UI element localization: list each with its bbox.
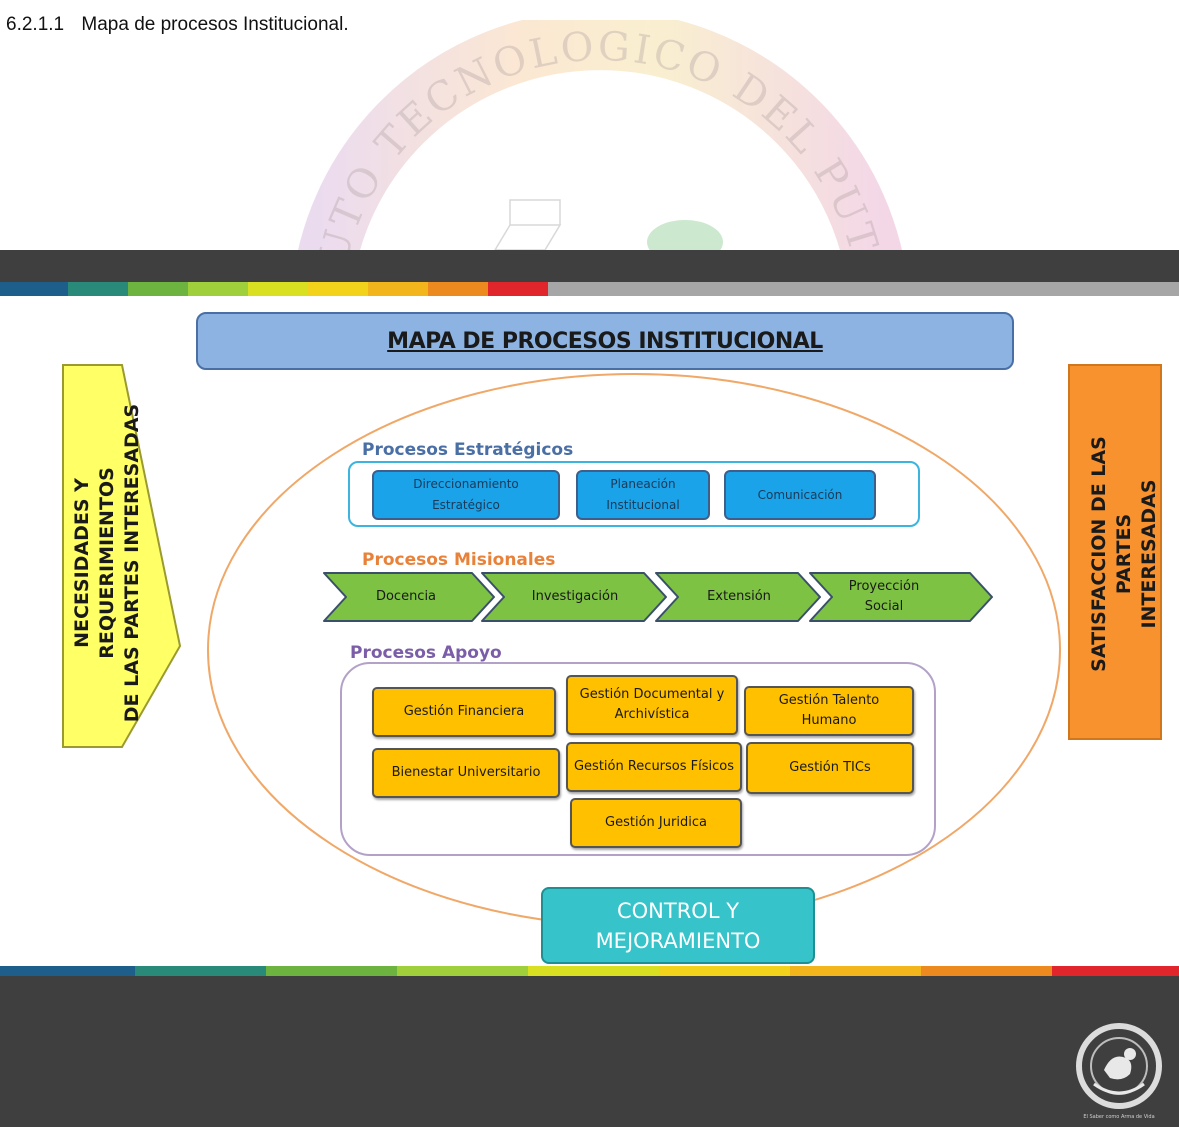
chevron-proyeccion [809, 572, 993, 622]
institution-seal-icon: El Saber como Arma de Vida [1076, 1023, 1162, 1120]
chevron-extension [655, 572, 821, 622]
needs-input-arrow [62, 364, 182, 748]
section-heading: 6.2.1.1 Mapa de procesos Institucional. [6, 14, 349, 36]
strip-segment [790, 966, 921, 976]
strip-segment [135, 966, 266, 976]
support-process-box: Gestión Juridica [570, 798, 742, 848]
strip-segment [368, 282, 428, 296]
header-color-strip [0, 282, 1179, 296]
watermark-text: INSTITUTO TECNOLOGICO DEL PUTUMAYO [280, 20, 893, 260]
missional-process-label: Investigación [531, 589, 619, 604]
strategic-process-box: Direccionamiento Estratégico [372, 470, 560, 520]
strip-segment [921, 966, 1052, 976]
map-title: MAPA DE PROCESOS INSTITUCIONAL [387, 328, 823, 354]
support-process-box: Gestión Talento Humano [744, 686, 914, 736]
satisfaction-output-box [1068, 364, 1162, 740]
footer-band [0, 976, 1179, 1127]
strategic-section-title: Procesos Estratégicos [362, 440, 574, 460]
missional-process-label: Proyección Social [848, 579, 920, 614]
support-process-box: Gestión Financiera [372, 687, 556, 737]
strip-segment [248, 282, 308, 296]
strip-segment [0, 966, 135, 976]
section-title: Mapa de procesos Institucional. [81, 14, 349, 35]
missional-process-label: Extensión [707, 589, 771, 604]
chevron-docencia [323, 572, 495, 622]
svg-text:INSTITUTO TECNOLOGICO DEL PUTU: INSTITUTO TECNOLOGICO DEL PUTUMAYO [280, 20, 896, 260]
map-title-box: MAPA DE PROCESOS INSTITUCIONAL [196, 312, 1014, 370]
support-process-box: Bienestar Universitario [372, 748, 560, 798]
support-section-title: Procesos Apoyo [350, 643, 502, 663]
satisfaction-label: SATISFACCION DE LAS PARTES INTERESADAS [1088, 436, 1160, 672]
section-number: 6.2.1.1 [6, 14, 65, 35]
control-improvement-label: CONTROL Y MEJORAMIENTO [595, 898, 761, 953]
support-process-box: Gestión Documental y Archivística [566, 675, 738, 735]
process-boundary-ellipse [207, 373, 1061, 927]
missional-section-title: Procesos Misionales [362, 550, 556, 570]
strip-segment [0, 282, 68, 296]
strategic-process-box: Planeación Institucional [576, 470, 710, 520]
strip-segment [1052, 966, 1179, 976]
strategic-process-box: Comunicación [724, 470, 876, 520]
strip-segment [428, 282, 488, 296]
chevron-investigacion [481, 572, 667, 622]
missional-chevron-flow [323, 572, 993, 622]
footer-color-strip [0, 966, 1179, 976]
strip-segment [308, 282, 368, 296]
strip-segment [128, 282, 188, 296]
control-improvement-box: CONTROL Y MEJORAMIENTO [541, 887, 815, 964]
support-process-box: Gestión TICs [746, 742, 914, 794]
institution-watermark: INSTITUTO TECNOLOGICO DEL PUTUMAYO [280, 20, 904, 260]
strip-segment [188, 282, 248, 296]
support-process-box: Gestión Recursos Físicos [566, 742, 742, 792]
logo-caption: El Saber como Arma de Vida [1083, 1114, 1154, 1120]
strip-segment [488, 282, 548, 296]
header-band [0, 250, 1179, 282]
strip-segment [397, 966, 528, 976]
strip-segment [548, 282, 1179, 296]
needs-requirements-label: NECESIDADES Y REQUERIMIENTOS DE LAS PART… [71, 403, 143, 723]
missional-process-label: Docencia [375, 589, 437, 604]
strip-segment [266, 966, 397, 976]
strip-segment [68, 282, 128, 296]
strip-segment [659, 966, 790, 976]
strip-segment [528, 966, 659, 976]
